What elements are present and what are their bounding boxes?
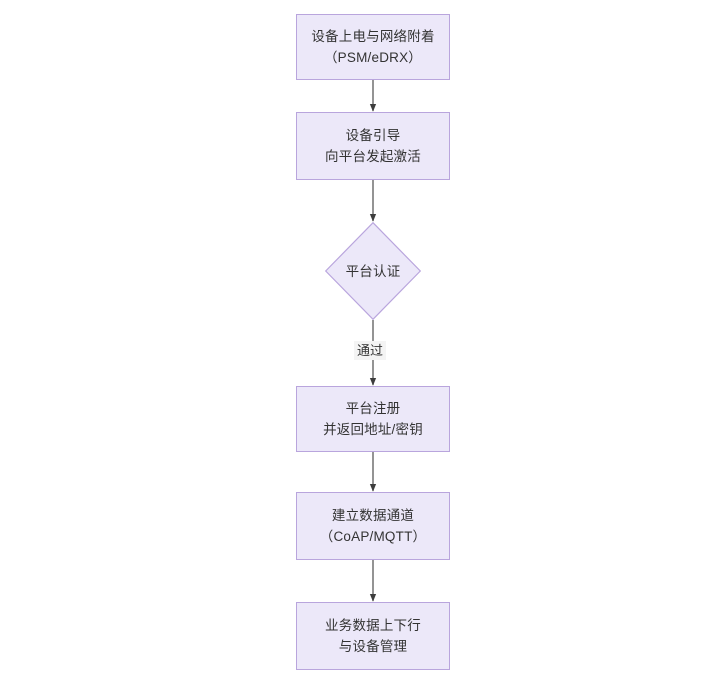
flow-node-platform-auth[interactable]: 平台认证: [325, 222, 421, 320]
flow-node-label: 建立数据通道 （CoAP/MQTT）: [319, 508, 427, 544]
flow-node-label: 业务数据上下行 与设备管理: [325, 618, 421, 654]
flow-node-power-on[interactable]: 设备上电与网络附着 （PSM/eDRX）: [296, 14, 450, 80]
flow-node-bootstrap[interactable]: 设备引导 向平台发起激活: [296, 112, 450, 180]
edge-label-pass: 通过: [354, 341, 387, 360]
flow-node-label: 设备引导 向平台发起激活: [325, 128, 421, 164]
flow-node-label: 设备上电与网络附着 （PSM/eDRX）: [311, 29, 435, 65]
flow-node-label: 平台注册 并返回地址/密钥: [323, 401, 423, 437]
flow-node-label: 平台认证: [345, 263, 401, 279]
flow-node-business-data[interactable]: 业务数据上下行 与设备管理: [296, 602, 450, 670]
flow-node-platform-register[interactable]: 平台注册 并返回地址/密钥: [296, 386, 450, 452]
diamond-shape: [325, 222, 421, 320]
flow-node-data-channel[interactable]: 建立数据通道 （CoAP/MQTT）: [296, 492, 450, 560]
